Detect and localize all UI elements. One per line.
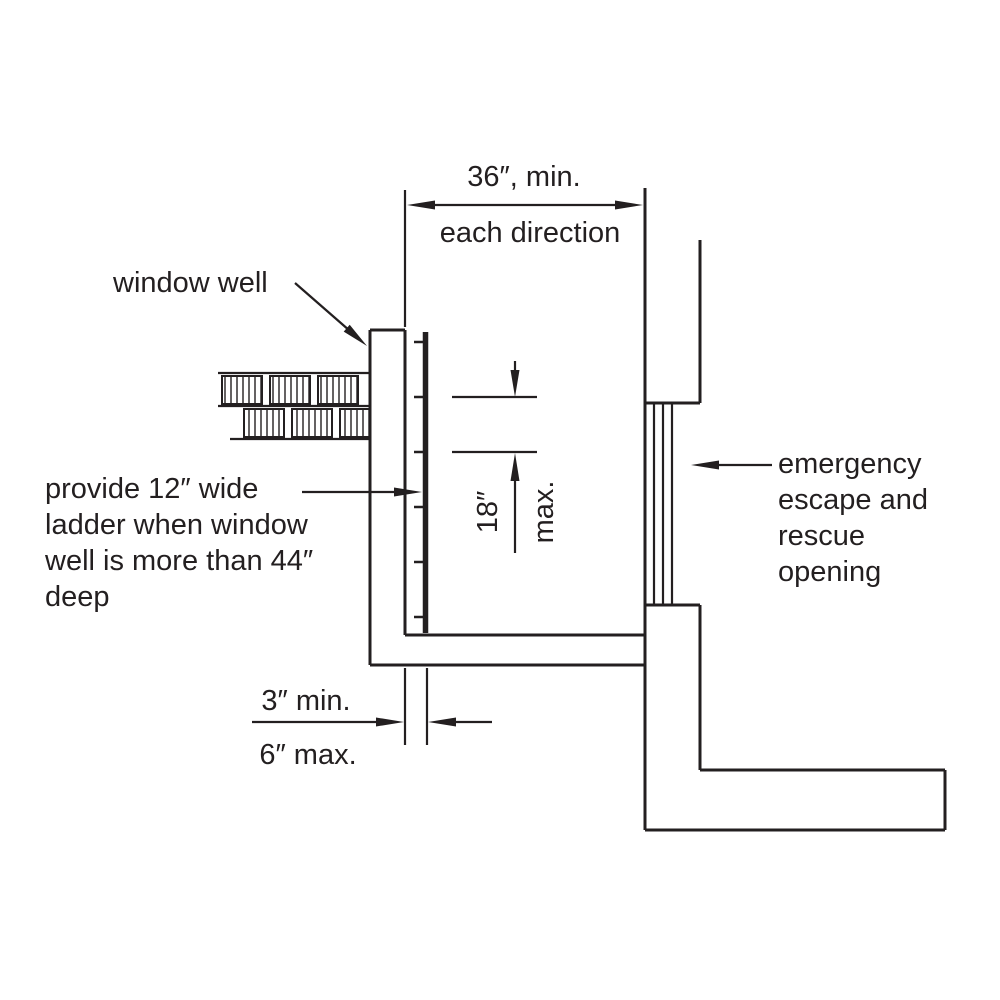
framing-hatch-block — [317, 375, 359, 405]
arrowhead-left-icon — [407, 200, 435, 210]
arrowhead-right-icon — [394, 487, 422, 497]
ladder-note-line: ladder when window — [45, 509, 309, 541]
window-well-structure — [368, 328, 645, 667]
dimension-36-text: 36″, min. — [467, 161, 580, 193]
framing-hatch-block — [339, 408, 371, 438]
framing-hatch-block — [243, 408, 285, 438]
ladder-note-line: well is more than 44″ — [44, 545, 313, 577]
dimension-6-max-text: 6″ max. — [259, 739, 356, 771]
dimension-3-min-text: 3″ min. — [261, 685, 350, 717]
framing-hatch-block — [269, 375, 311, 405]
ladder-note-line: deep — [45, 581, 110, 613]
arrowhead-left-icon — [691, 460, 719, 470]
escape-opening-line: emergency — [778, 448, 922, 480]
dimension-18-max: 18″ max. — [452, 361, 560, 553]
arrowhead-up-icon — [510, 453, 520, 481]
arrowhead-down-icon — [510, 370, 520, 397]
dimension-18-text: 18″ — [472, 491, 504, 534]
framing-hatch-block — [291, 408, 333, 438]
arrowhead-left-icon — [428, 717, 456, 727]
ladder — [414, 332, 429, 633]
escape-opening-label-group: emergency escape and rescue opening — [691, 448, 928, 588]
leader-line — [294, 282, 351, 332]
ladder-note-line: provide 12″ wide — [45, 473, 258, 505]
building-wall — [643, 188, 947, 832]
window-well-label-group: window well — [112, 267, 367, 346]
arrowhead-down-right-icon — [343, 324, 367, 346]
arrowhead-right-icon — [615, 200, 643, 210]
dimension-ladder-offset: 3″ min. 6″ max. — [252, 668, 492, 771]
dimension-36-min: 36″, min. each direction — [403, 161, 643, 327]
arrowhead-right-icon — [376, 717, 404, 727]
framing-hatch-block — [221, 375, 263, 405]
escape-opening-line: escape and — [778, 484, 928, 516]
dimension-18-qualifier-text: max. — [528, 481, 560, 544]
escape-opening-line: opening — [778, 556, 881, 588]
escape-opening-line: rescue — [778, 520, 865, 552]
framing-hatch — [218, 371, 371, 441]
dimension-36-note-text: each direction — [440, 217, 621, 249]
window-well-label: window well — [112, 267, 268, 299]
ladder-note-group: provide 12″ wide ladder when window well… — [44, 473, 422, 613]
